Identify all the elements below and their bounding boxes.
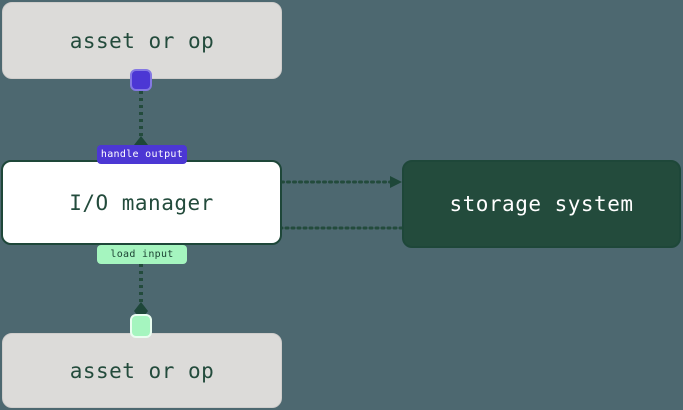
node-label: asset or op [69, 28, 215, 53]
node-label: I/O manager [69, 190, 214, 215]
node-label: asset or op [69, 358, 215, 383]
input-port-handle[interactable] [130, 314, 152, 338]
node-storage-system[interactable]: storage system [402, 160, 681, 248]
node-io-manager[interactable]: I/O manager [1, 160, 282, 245]
edge-label-text: load input [110, 249, 174, 260]
output-port-handle[interactable] [130, 69, 152, 91]
node-asset-or-op-top[interactable]: asset or op [2, 2, 282, 79]
node-label: storage system [449, 192, 634, 216]
edge-label-text: handle output [100, 149, 184, 160]
edge-label-handle-output[interactable]: handle output [97, 145, 187, 164]
node-asset-or-op-bottom[interactable]: asset or op [2, 333, 282, 408]
edge-label-load-input[interactable]: load input [97, 245, 187, 264]
arrow-marker-icon [390, 176, 402, 188]
edge-iomanager-to-asset [134, 264, 148, 320]
